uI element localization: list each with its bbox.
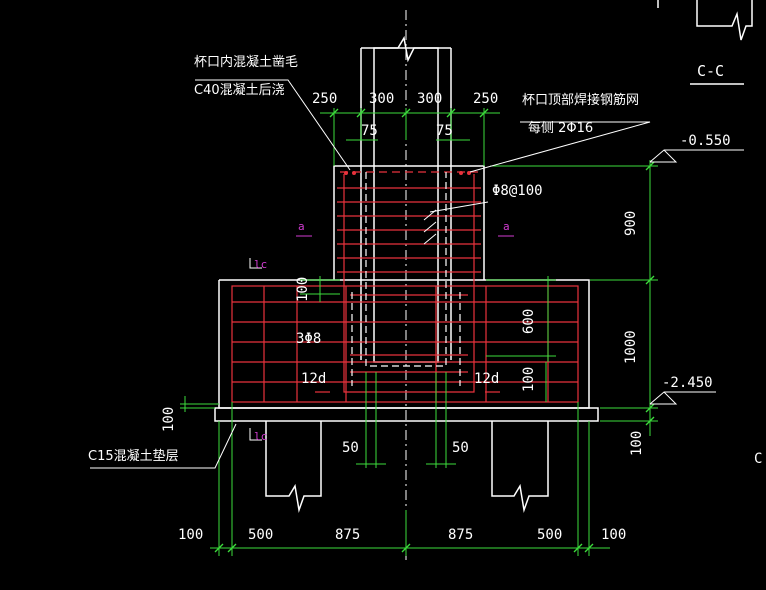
piles bbox=[265, 421, 549, 513]
dim-top-250-left: 250 bbox=[312, 91, 338, 107]
dim-bottom-100-left: 100 bbox=[178, 527, 204, 543]
dim-bottom-100-right: 100 bbox=[601, 527, 627, 543]
dim-top-75-right: 75 bbox=[436, 123, 453, 139]
note-mesh-each-side: 每侧 2Φ16 bbox=[528, 121, 594, 136]
dim-gap-50-left: 50 bbox=[342, 440, 359, 456]
dim-anchor-12d-left: 12d bbox=[301, 371, 327, 387]
dim-anchor-12d-right: 12d bbox=[474, 371, 500, 387]
marker-a-right: a bbox=[503, 220, 510, 233]
rebar bbox=[231, 171, 579, 403]
dim-bottom-875-left: 875 bbox=[335, 527, 361, 543]
dim-left-100-pad: 100 bbox=[161, 406, 177, 432]
note-stirrup: Φ8@100 bbox=[492, 183, 543, 199]
section-title: C-C bbox=[697, 62, 725, 80]
marker-a-left: a bbox=[298, 220, 305, 233]
dimension-lines bbox=[180, 108, 658, 556]
note-bedding: C15混凝土垫层 bbox=[88, 449, 179, 464]
dim-right-100: 100 bbox=[629, 430, 645, 456]
dim-bottom-500-right: 500 bbox=[537, 527, 563, 543]
dim-right-1000: 1000 bbox=[623, 330, 639, 364]
pedestal-outline bbox=[214, 165, 599, 422]
marker-edge-c: C bbox=[754, 451, 763, 467]
note-rebar-mesh: 杯口顶部焊接钢筋网 bbox=[522, 93, 640, 108]
marker-lc-lower: lc bbox=[254, 430, 268, 443]
elevation-bottom: -2.450 bbox=[662, 375, 713, 391]
rebar-dots bbox=[344, 171, 471, 175]
dim-top-300-left: 300 bbox=[369, 91, 395, 107]
elevation-markers bbox=[649, 149, 744, 405]
partial-detail bbox=[657, 0, 753, 85]
cup-void bbox=[351, 172, 461, 386]
dim-top-75-left: 75 bbox=[361, 123, 378, 139]
dim-inner-100-right: 100 bbox=[521, 366, 537, 392]
dim-left-100-upper: 100 bbox=[295, 276, 311, 302]
dim-top-300-right: 300 bbox=[417, 91, 443, 107]
dim-bottom-875-right: 875 bbox=[448, 527, 474, 543]
note-three-bars: 3Φ8 bbox=[296, 331, 322, 347]
note-cup-roughen: 杯口内混凝土凿毛 bbox=[194, 55, 299, 70]
dim-gap-50-right: 50 bbox=[452, 440, 469, 456]
dim-top-250-right: 250 bbox=[473, 91, 499, 107]
marker-lc-upper: lc bbox=[254, 258, 268, 271]
note-c40-grout: C40混凝土后浇 bbox=[194, 83, 285, 98]
dim-inner-600: 600 bbox=[521, 308, 537, 334]
leader-lines bbox=[90, 79, 651, 469]
dimension-ticks bbox=[214, 108, 655, 553]
dim-right-900: 900 bbox=[623, 210, 639, 236]
dim-bottom-500-left: 500 bbox=[248, 527, 274, 543]
elevation-top: -0.550 bbox=[680, 133, 731, 149]
